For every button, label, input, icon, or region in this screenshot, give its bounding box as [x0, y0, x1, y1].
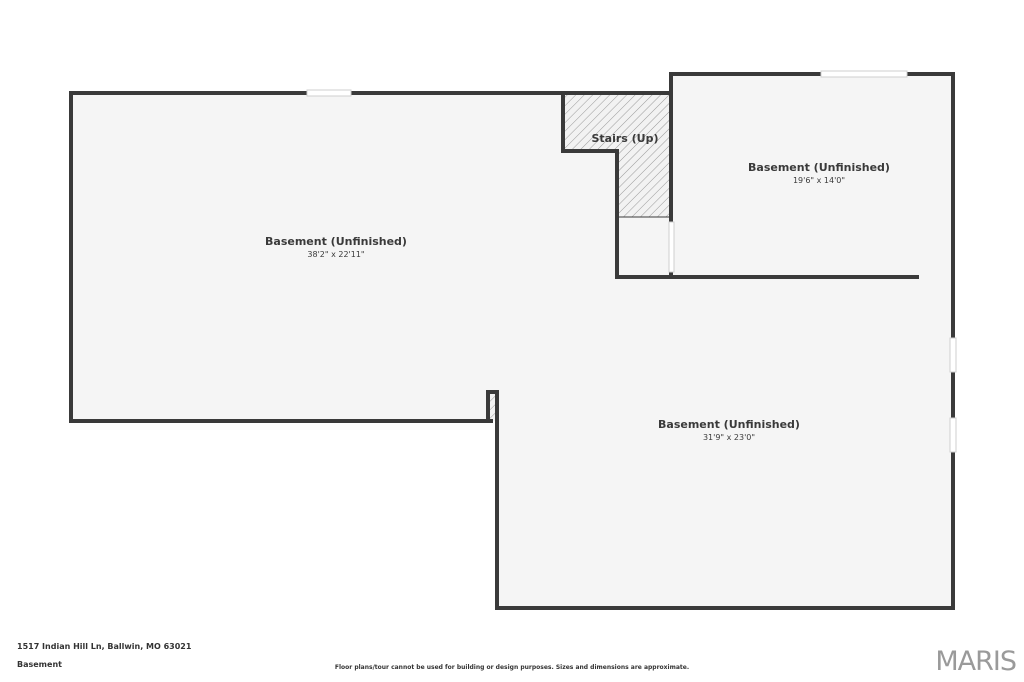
brand-logo: MARIS	[935, 646, 1017, 677]
room-title-south: Basement (Unfinished)	[658, 418, 800, 431]
window-right-upper	[949, 337, 957, 373]
room-dimensions-south: 31'9" x 23'0"	[703, 433, 755, 442]
room-dimensions-northeast: 19'6" x 14'0"	[793, 176, 845, 185]
window-top-left	[306, 89, 352, 97]
support-column	[490, 394, 495, 419]
floor-plan: Stairs (Up) Basement (Unfinished) 38'2" …	[69, 70, 957, 610]
door-opening	[668, 221, 675, 273]
property-address: 1517 Indian Hill Ln, Ballwin, MO 63021	[17, 642, 192, 651]
floor-area-northeast	[671, 74, 953, 277]
window-right-lower	[949, 417, 957, 453]
room-title-main: Basement (Unfinished)	[265, 235, 407, 248]
floor-area	[71, 93, 953, 608]
stairs-label: Stairs (Up)	[591, 132, 658, 145]
room-dimensions-main: 38'2" x 22'11"	[307, 250, 364, 259]
window-top-right	[820, 70, 908, 78]
disclaimer-text: Floor plans/tour cannot be used for buil…	[334, 664, 690, 671]
room-title-northeast: Basement (Unfinished)	[748, 161, 890, 174]
floor-name: Basement	[17, 660, 62, 669]
